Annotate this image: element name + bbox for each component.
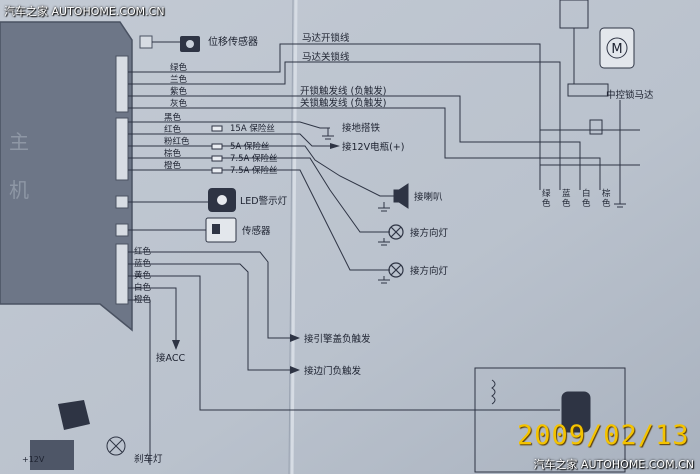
- brake-lamp-icon: [106, 436, 126, 456]
- main-unit-char: 主: [9, 130, 29, 154]
- sensor-icon: [205, 217, 237, 243]
- fuse-label: 15A 保险丝: [230, 123, 275, 134]
- motor-close-label: 马达关锁线: [302, 51, 350, 63]
- wire-color-label: 灰色: [170, 98, 188, 109]
- wire-color-label: 红色: [164, 124, 182, 135]
- fuse-7-5a-2: [211, 167, 223, 174]
- main-unit-char: 机: [9, 178, 29, 202]
- fuse-7-5a-1: [211, 155, 223, 162]
- wire-color-label: 黄色: [134, 270, 152, 281]
- connector-led: [115, 195, 129, 209]
- connector-sensor: [115, 223, 129, 237]
- lock-wire-color-label: 蓝色: [562, 188, 571, 209]
- connector-block-1: [115, 55, 129, 113]
- ground-symbols: [322, 128, 626, 284]
- motor-open-label: 马达开锁线: [302, 32, 350, 44]
- fuse-15a: [211, 125, 223, 132]
- arrows: [172, 143, 340, 374]
- lock-wire-color-label: 白色: [582, 188, 591, 209]
- date-stamp: 2009/02/13: [517, 420, 690, 451]
- led-indicator-icon: [208, 188, 236, 212]
- turn-signal-label-1: 接方向灯: [410, 227, 449, 239]
- main-unit-label: 主 机: [0, 118, 38, 214]
- turn-signal-lamp-icon-1: [388, 224, 404, 240]
- turn-signal-label-2: 接方向灯: [410, 265, 449, 277]
- wire-color-label: 白色: [134, 282, 152, 293]
- watermark-bottom: 汽车之家 AUTOHOME.COM.CN: [533, 458, 694, 471]
- brake-lamp-label: 刹车灯: [134, 453, 163, 465]
- fuse-label: 7.5A 保险丝: [230, 153, 278, 164]
- lock-trigger-label: 关锁触发线 (负触发): [300, 97, 386, 109]
- wire-color-label: 粉红色: [164, 136, 190, 147]
- watermark-top: 汽车之家 AUTOHOME.COM.CN: [4, 5, 165, 18]
- wire-color-label: 黑色: [164, 112, 182, 123]
- plus-12v-label: +12V: [22, 455, 45, 464]
- unlock-trigger-label: 开锁触发线 (负触发): [300, 85, 386, 97]
- fuse-5a: [211, 143, 223, 150]
- connector-position-sensor: [139, 35, 153, 49]
- page-fold: [290, 0, 298, 474]
- battery-label: 接12V电瓶(+): [342, 141, 404, 153]
- motor-symbol: M: [611, 42, 622, 57]
- lock-wire-color-label: 绿色: [542, 188, 551, 209]
- fuses: [211, 125, 223, 174]
- main-unit-box: [0, 21, 133, 332]
- horn-icon: [393, 183, 409, 209]
- wire-color-label: 蓝色: [134, 258, 152, 269]
- central-lock-motor: [559, 0, 635, 135]
- fuse-label: 7.5A 保险丝: [230, 165, 278, 176]
- brake-pedal-icon: [30, 400, 90, 470]
- position-sensor-icon: [180, 36, 200, 52]
- wire-color-label: 紫色: [170, 86, 188, 97]
- lock-wire-color-label: 棕色: [602, 188, 611, 209]
- wire-color-label: 棕色: [164, 148, 182, 159]
- position-sensor-label: 位移传感器: [208, 35, 258, 48]
- acc-label: 接ACC: [156, 352, 185, 364]
- hood-trigger-label: 接引擎盖负触发: [304, 333, 371, 345]
- led-indicator-label: LED警示灯: [240, 195, 288, 207]
- connector-block-2: [115, 117, 129, 181]
- wire-color-label: 兰色: [170, 74, 188, 85]
- turn-signal-lamp-icon-2: [388, 262, 404, 278]
- wire-color-label: 橙色: [164, 160, 182, 171]
- fuse-label: 5A 保险丝: [230, 141, 270, 152]
- central-lock-motor-label: 中控锁马达: [606, 89, 654, 101]
- wire-color-label: 橙色: [134, 294, 152, 305]
- horn-label: 接喇叭: [414, 191, 443, 203]
- door-trigger-label: 接边门负触发: [304, 365, 362, 377]
- wire-color-label: 红色: [134, 246, 152, 257]
- relay-solenoid: [491, 379, 591, 433]
- wire-color-label: 绿色: [170, 62, 188, 73]
- connector-block-3: [115, 243, 129, 305]
- ground-label: 接地搭铁: [342, 122, 381, 134]
- sensor-label: 传感器: [242, 225, 271, 237]
